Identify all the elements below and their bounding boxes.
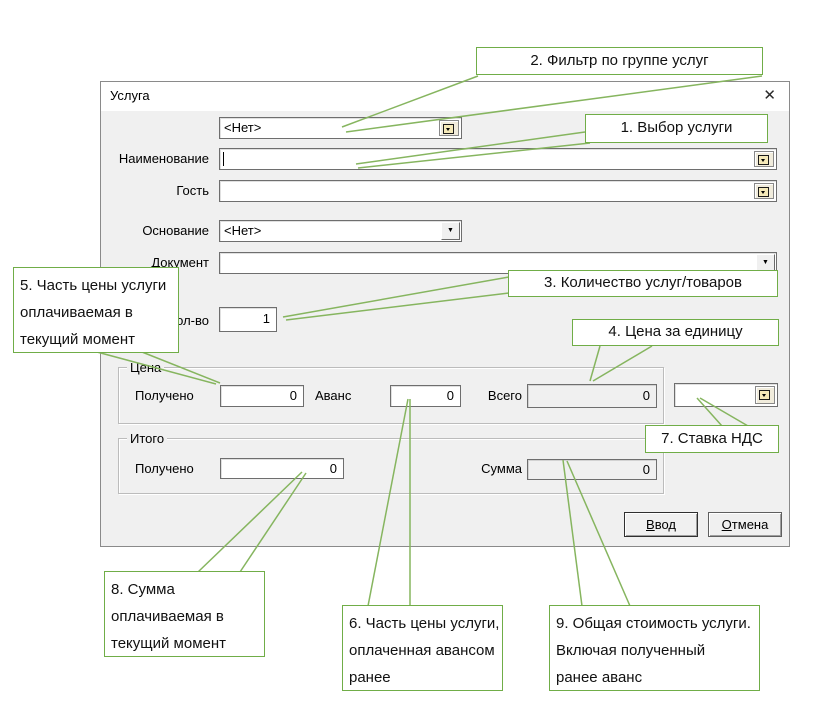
callout-3-quantity: 3. Количество услуг/товаров: [508, 270, 778, 297]
total-received-input[interactable]: 0: [220, 458, 344, 479]
lookup-icon[interactable]: [755, 386, 775, 404]
total-value: 0: [642, 388, 650, 403]
guest-combo[interactable]: [219, 180, 777, 202]
advance-label: Аванс: [315, 388, 352, 403]
dropdown-list-icon: [759, 390, 770, 400]
callout-8-current-payment-sum: 8. Сумма оплачиваемая в текущий момент: [104, 571, 265, 657]
close-icon[interactable]: ✕: [763, 87, 776, 104]
total-received-label: Получено: [135, 461, 194, 476]
dropdown-list-icon: [758, 187, 769, 197]
advance-input[interactable]: 0: [390, 385, 461, 407]
dialog-titlebar: Услуга ✕: [101, 82, 789, 111]
quantity-input[interactable]: 1: [219, 307, 277, 332]
price-received-label: Получено: [135, 388, 194, 403]
name-label: Наименование: [118, 151, 209, 166]
document-label: Документ: [151, 255, 209, 270]
service-name-combo[interactable]: [219, 148, 777, 170]
chevron-down-icon[interactable]: ▼: [441, 222, 460, 240]
callout-2-service-group-filter: 2. Фильтр по группе услуг: [476, 47, 763, 75]
lookup-icon[interactable]: [439, 120, 459, 136]
total-received-value: 0: [329, 461, 337, 476]
callout-6-advance-paid-part: 6. Часть цены услуги, оплаченная авансом…: [342, 605, 503, 691]
advance-value: 0: [446, 388, 454, 403]
basis-label: Основание: [142, 223, 209, 238]
callout-9-total-cost: 9. Общая стоимость услуги. Включая получ…: [549, 605, 760, 691]
quantity-value: 1: [262, 311, 270, 326]
total-group-title: Итого: [127, 431, 168, 446]
dialog-title: Услуга: [110, 88, 150, 103]
basis-combo[interactable]: <Нет> ▼: [219, 220, 462, 242]
document-combo[interactable]: ▼: [219, 252, 777, 274]
lookup-icon[interactable]: [754, 151, 774, 167]
price-received-value: 0: [289, 388, 297, 403]
total-label: Всего: [487, 388, 522, 403]
callout-4-unit-price: 4. Цена за единицу: [572, 319, 779, 346]
text-caret: [223, 152, 224, 166]
price-received-input[interactable]: 0: [220, 385, 304, 407]
lookup-icon[interactable]: [754, 183, 774, 199]
sum-label: Сумма: [481, 461, 522, 476]
total-groupbox: Итого Получено 0 Сумма 0: [118, 431, 664, 494]
callout-7-vat-rate: 7. Ставка НДС: [645, 425, 779, 453]
guest-label: Гость: [176, 183, 209, 198]
basis-value: <Нет>: [224, 223, 262, 238]
sum-value: 0: [642, 462, 650, 477]
dropdown-list-icon: [443, 124, 454, 134]
ok-button[interactable]: Ввод: [624, 512, 698, 537]
sum-readonly-field: 0: [527, 459, 657, 480]
dropdown-list-icon: [758, 155, 769, 165]
callout-5-current-payment-part: 5. Часть цены услуги оплачиваемая в теку…: [13, 267, 179, 353]
callout-1-service-selection: 1. Выбор услуги: [585, 114, 768, 143]
vat-rate-combo[interactable]: [674, 383, 778, 407]
service-group-filter-combo[interactable]: <Нет>: [219, 117, 462, 139]
service-dialog: Услуга ✕ <Нет> Наименование Гость Основа…: [100, 81, 790, 547]
total-readonly-field: 0: [527, 384, 657, 408]
price-group-title: Цена: [127, 360, 165, 375]
price-groupbox: Цена Получено 0 Аванс 0 Всего 0: [118, 360, 664, 424]
service-group-filter-value: <Нет>: [224, 120, 262, 135]
cancel-button[interactable]: Отмена: [708, 512, 782, 537]
